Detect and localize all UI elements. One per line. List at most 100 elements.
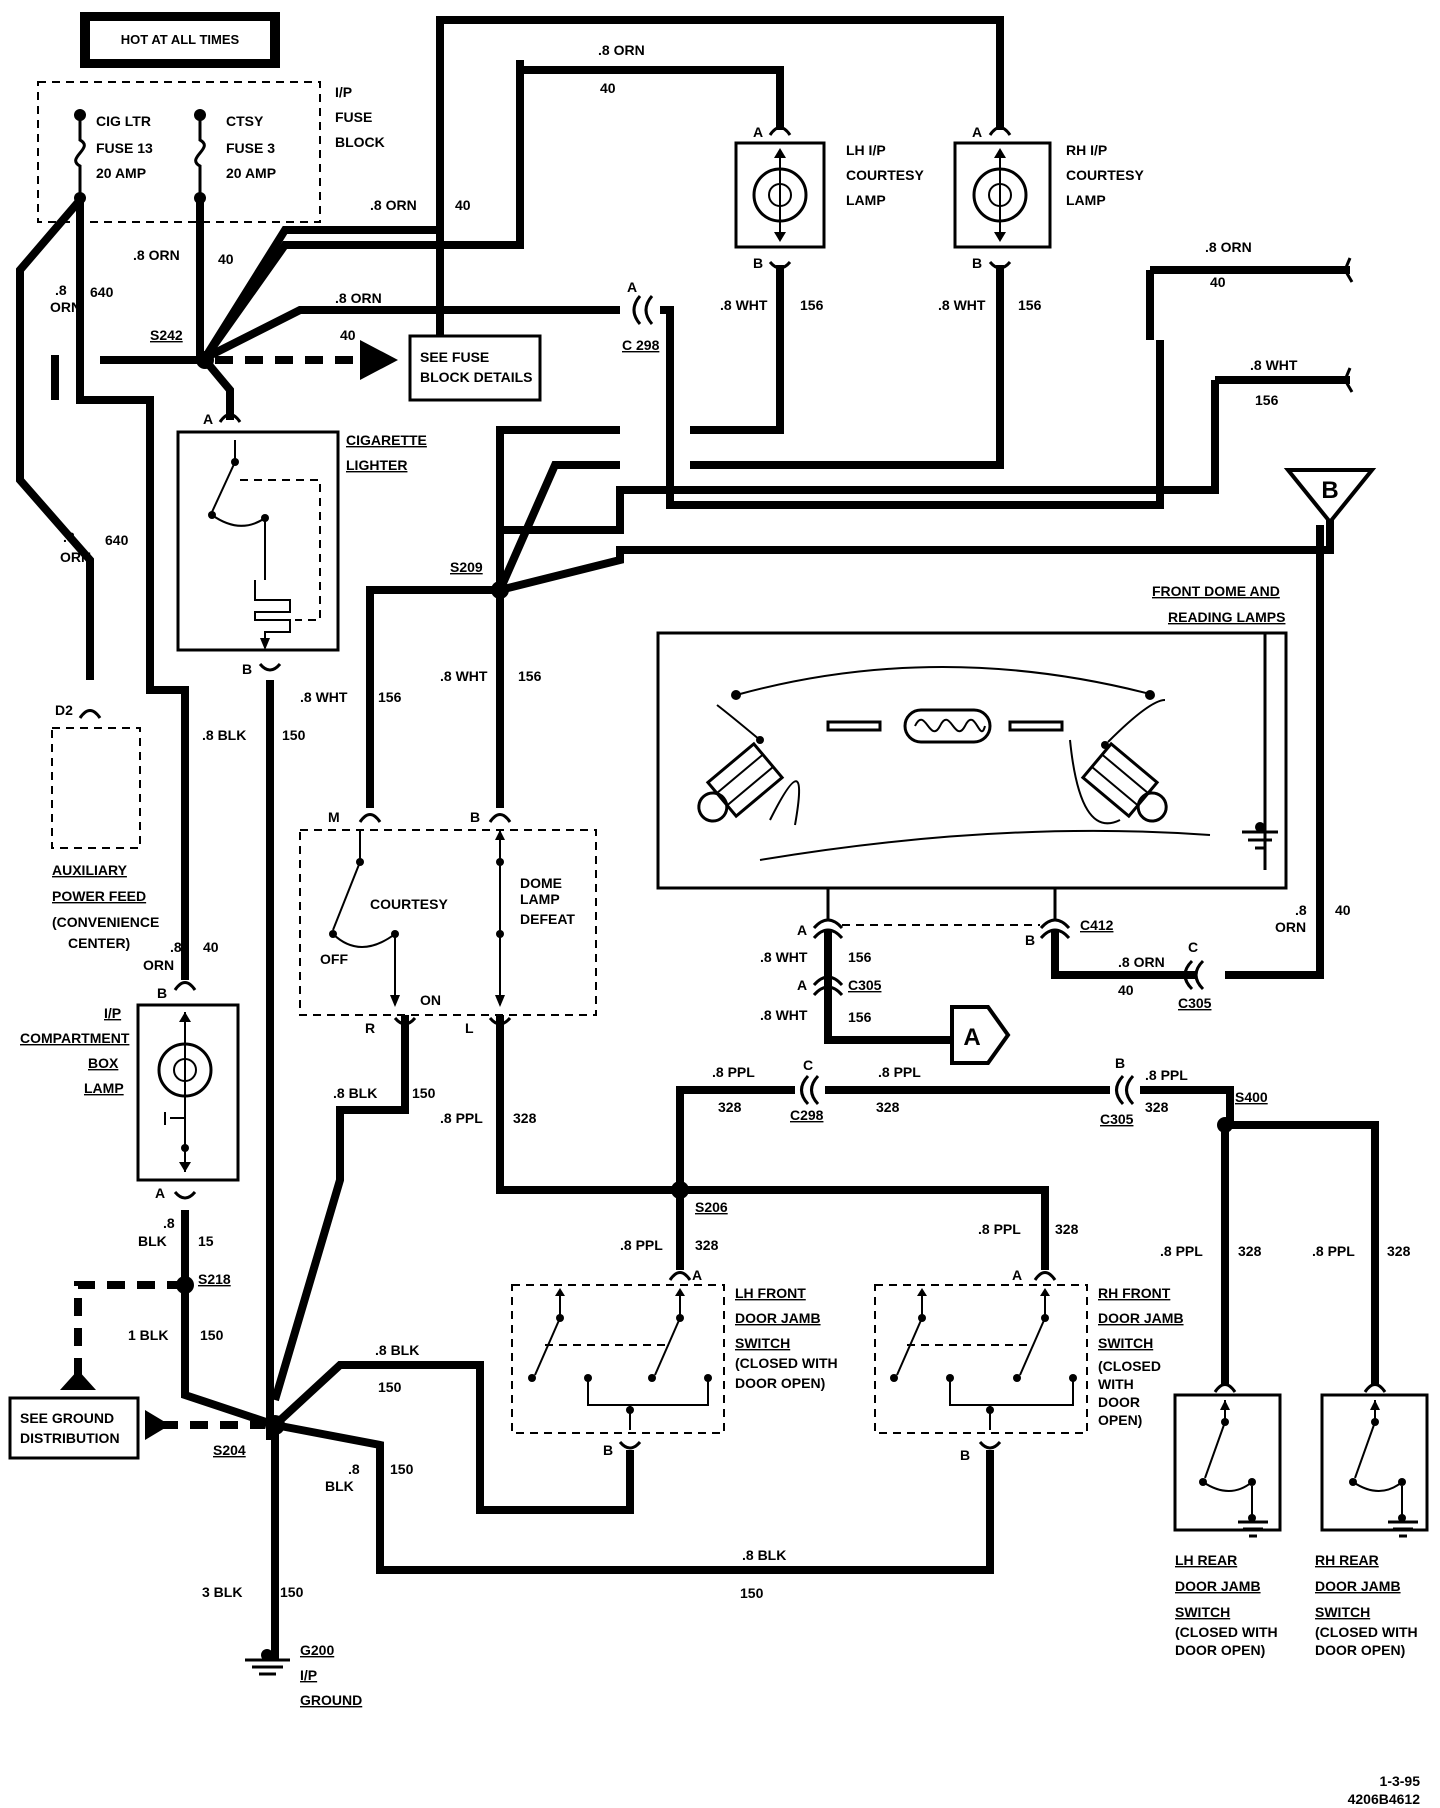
- w-wht-3: .8 WHT: [300, 689, 348, 705]
- svg-text:B: B: [960, 1447, 970, 1463]
- w-orn-2: .8 ORN: [133, 247, 180, 263]
- w-wht-5: .8 WHT: [760, 949, 808, 965]
- rh-courtesy-1: RH I/P: [1066, 142, 1107, 158]
- svg-text:A: A: [155, 1185, 165, 1201]
- cig-label-2: LIGHTER: [346, 457, 407, 473]
- lhf-1: LH FRONT: [735, 1285, 806, 1301]
- svg-text:C: C: [1188, 939, 1198, 955]
- wires: [16, 16, 1379, 1660]
- w-blk1: 1 BLK: [128, 1327, 168, 1343]
- ground-dist-1: SEE GROUND: [20, 1410, 114, 1426]
- aux-3: (CONVENIENCE: [52, 914, 159, 930]
- rhf-7: OPEN): [1098, 1412, 1142, 1428]
- wire-fuse13-aux: [16, 197, 94, 680]
- rh-courtesy-3: LAMP: [1066, 192, 1106, 208]
- fuse-details-1: SEE FUSE: [420, 349, 489, 365]
- splice-s218-label: S218: [198, 1271, 231, 1287]
- w-orn8-3: .8: [55, 282, 67, 298]
- rhr-5: DOOR OPEN): [1315, 1642, 1405, 1658]
- w-ornword-3: ORN: [50, 299, 81, 315]
- svg-text:B: B: [1321, 477, 1338, 504]
- connector-c298-top: A C 298: [622, 279, 660, 353]
- lhr-5: DOOR OPEN): [1175, 1642, 1265, 1658]
- w-ornword-6: ORN: [60, 549, 91, 565]
- wire-s242-lh: [201, 70, 524, 361]
- w-150-6: 150: [740, 1585, 764, 1601]
- svg-text:A: A: [753, 124, 763, 140]
- svg-text:.8: .8: [348, 1461, 360, 1477]
- svg-text:L: L: [465, 1020, 474, 1036]
- fuse13-name: CIG LTR: [96, 113, 151, 129]
- w-blk-2: .8 BLK: [333, 1085, 377, 1101]
- lhr-2: DOOR JAMB: [1175, 1578, 1261, 1594]
- connector-c305-a: A C305: [797, 975, 882, 997]
- wire-s400-rhrear: [1230, 1121, 1379, 1385]
- aux-2: POWER FEED: [52, 888, 146, 904]
- splice-s204-label: S204: [213, 1442, 246, 1458]
- splice-s242: [196, 351, 214, 369]
- splice-s206-label: S206: [695, 1199, 728, 1215]
- w-ppl-6: .8 PPL: [978, 1221, 1021, 1237]
- splice-s218: [176, 1276, 194, 1294]
- fuse-details-box[interactable]: [408, 334, 542, 402]
- svg-text:A: A: [963, 1024, 980, 1051]
- wire-lh-courtesy-ground: [690, 265, 784, 434]
- svg-text:B: B: [972, 255, 982, 271]
- w-40-8: 40: [1118, 982, 1134, 998]
- w-ppl-3: .8 PPL: [878, 1064, 921, 1080]
- w-blkword-2: BLK: [325, 1478, 354, 1494]
- w-150-5: 150: [390, 1461, 414, 1477]
- wire-s206-rhfront: [680, 1186, 1049, 1270]
- lhf-4: (CLOSED WITH: [735, 1355, 838, 1371]
- aux-4: CENTER): [68, 935, 130, 951]
- fuse-details-2: BLOCK DETAILS: [420, 369, 533, 385]
- ground-dist-box[interactable]: [8, 1396, 140, 1460]
- w-ppl-4: .8 PPL: [1145, 1067, 1188, 1083]
- dome-defeat-1: DOME: [520, 875, 562, 891]
- svg-text:R: R: [365, 1020, 375, 1036]
- w-156-4: 156: [518, 668, 542, 684]
- cig-label-1: CIGARETTE: [346, 432, 427, 448]
- svg-text:C305: C305: [1100, 1111, 1134, 1127]
- g200-2: I/P: [300, 1667, 317, 1683]
- wire-lh-courtesy-feed: [516, 60, 784, 130]
- w-40-1: 40: [455, 197, 471, 213]
- wire-wht-s209: [496, 380, 1219, 590]
- aux-power-feed: D2 AUXILIARY POWER FEED (CONVENIENCE CEN…: [51, 702, 159, 951]
- svg-text:D2: D2: [55, 702, 73, 718]
- w-156-6: 156: [848, 1009, 872, 1025]
- w-640-2: 640: [105, 532, 129, 548]
- rhf-5: WITH: [1098, 1376, 1134, 1392]
- w-wht-6: .8 WHT: [760, 1007, 808, 1023]
- w-blkword-1: BLK: [138, 1233, 167, 1249]
- lhr-4: (CLOSED WITH: [1175, 1624, 1278, 1640]
- w-150-4: 150: [378, 1379, 402, 1395]
- svg-text:B: B: [1025, 932, 1035, 948]
- fuse13-num: FUSE 13: [96, 140, 153, 156]
- svg-text:A: A: [972, 124, 982, 140]
- w-156-1: 156: [800, 297, 824, 313]
- svg-text:.8: .8: [163, 1215, 175, 1231]
- w-328-4: 328: [1145, 1099, 1169, 1115]
- svg-text:A: A: [627, 279, 637, 295]
- svg-text:C: C: [803, 1057, 813, 1073]
- splice-s206: [671, 1181, 689, 1199]
- svg-text:B: B: [242, 661, 252, 677]
- lhr-1: LH REAR: [1175, 1552, 1237, 1568]
- w-328-2: 328: [718, 1099, 742, 1115]
- comp-4: LAMP: [84, 1080, 124, 1096]
- wire-fuse13-compartment: [76, 200, 189, 980]
- fuse-block: [37, 81, 321, 223]
- svg-text:B: B: [157, 985, 167, 1001]
- lh-courtesy-3: LAMP: [846, 192, 886, 208]
- wire-s209-m: [366, 586, 500, 808]
- w-blk-3: .8 BLK: [375, 1342, 419, 1358]
- c298-label: C 298: [622, 337, 660, 353]
- connector-c305-ppl: B C305: [1100, 1055, 1135, 1127]
- w-640-1: 640: [90, 284, 114, 300]
- w-328-1: 328: [513, 1110, 537, 1126]
- ground-g200: G200 I/P GROUND: [245, 1642, 362, 1708]
- offpage-b: B: [1283, 468, 1377, 526]
- w-40-out: 40: [1210, 274, 1226, 290]
